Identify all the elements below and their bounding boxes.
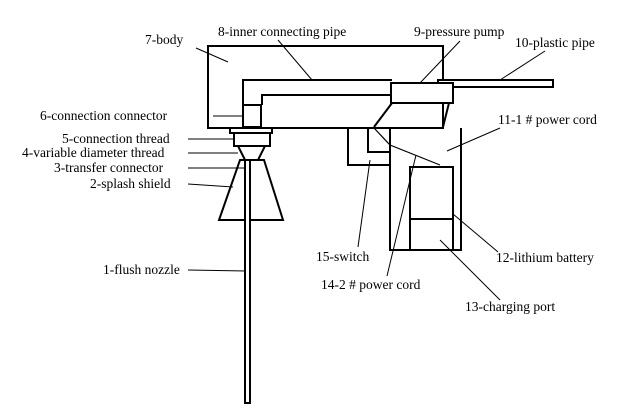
leader-pressure-pump xyxy=(419,40,461,84)
label-flush-nozzle: 1-flush nozzle xyxy=(103,262,180,277)
label-charging-port: 13-charging port xyxy=(465,299,555,314)
lithium-battery-shape xyxy=(409,166,454,220)
label-switch: 15-switch xyxy=(316,249,369,264)
label-variable-diameter-thread: 4-variable diameter thread xyxy=(22,145,165,160)
pump-funnel-left xyxy=(373,102,393,128)
power-cord-14-2-wire xyxy=(373,127,441,166)
leader-body xyxy=(195,47,229,63)
switch-housing xyxy=(347,128,390,166)
leader-inner-pipe xyxy=(277,39,313,81)
leader-power-cord-11-1 xyxy=(446,127,501,152)
leader-lithium-battery xyxy=(452,213,499,253)
label-body: 7-body xyxy=(145,32,183,47)
leader-switch xyxy=(357,159,371,248)
label-lithium-battery: 12-lithium battery xyxy=(496,250,594,265)
label-inner-connecting-pipe: 8-inner connecting pipe xyxy=(218,24,346,39)
leader-charging-port xyxy=(439,239,501,301)
label-power-cord-14-2: 14-2 # power cord xyxy=(321,277,421,292)
pressure-pump-shape xyxy=(390,82,454,104)
label-power-cord-11-1: 11-1 # power cord xyxy=(498,112,597,127)
leader-flush-nozzle xyxy=(187,269,247,272)
handle-outline xyxy=(389,128,462,251)
splash-shield-shape xyxy=(217,159,285,221)
label-pressure-pump: 9-pressure pump xyxy=(414,24,505,39)
switch-button xyxy=(367,128,390,153)
pump-funnel-right xyxy=(442,102,450,128)
flush-nozzle-shape xyxy=(244,159,251,404)
label-connection-thread: 5-connection thread xyxy=(62,131,170,146)
inner-pipe-outer-edge xyxy=(242,79,392,105)
connection-connector-shape xyxy=(242,104,262,128)
charging-port-shape xyxy=(409,218,454,251)
leader-splash-shield xyxy=(187,183,234,188)
plastic-pipe-shape xyxy=(437,79,554,88)
label-connection-connector: 6-connection connector xyxy=(40,108,168,123)
inner-pipe-inner-edge xyxy=(261,94,392,105)
label-transfer-connector: 3-transfer connector xyxy=(54,160,164,175)
label-splash-shield: 2-splash shield xyxy=(90,176,171,191)
leader-power-cord-14-2 xyxy=(386,154,417,277)
variable-diameter-thread-shape xyxy=(233,132,271,147)
transfer-connector-shape xyxy=(236,145,267,161)
leader-plastic-pipe xyxy=(499,50,546,81)
label-plastic-pipe: 10-plastic pipe xyxy=(515,35,595,50)
